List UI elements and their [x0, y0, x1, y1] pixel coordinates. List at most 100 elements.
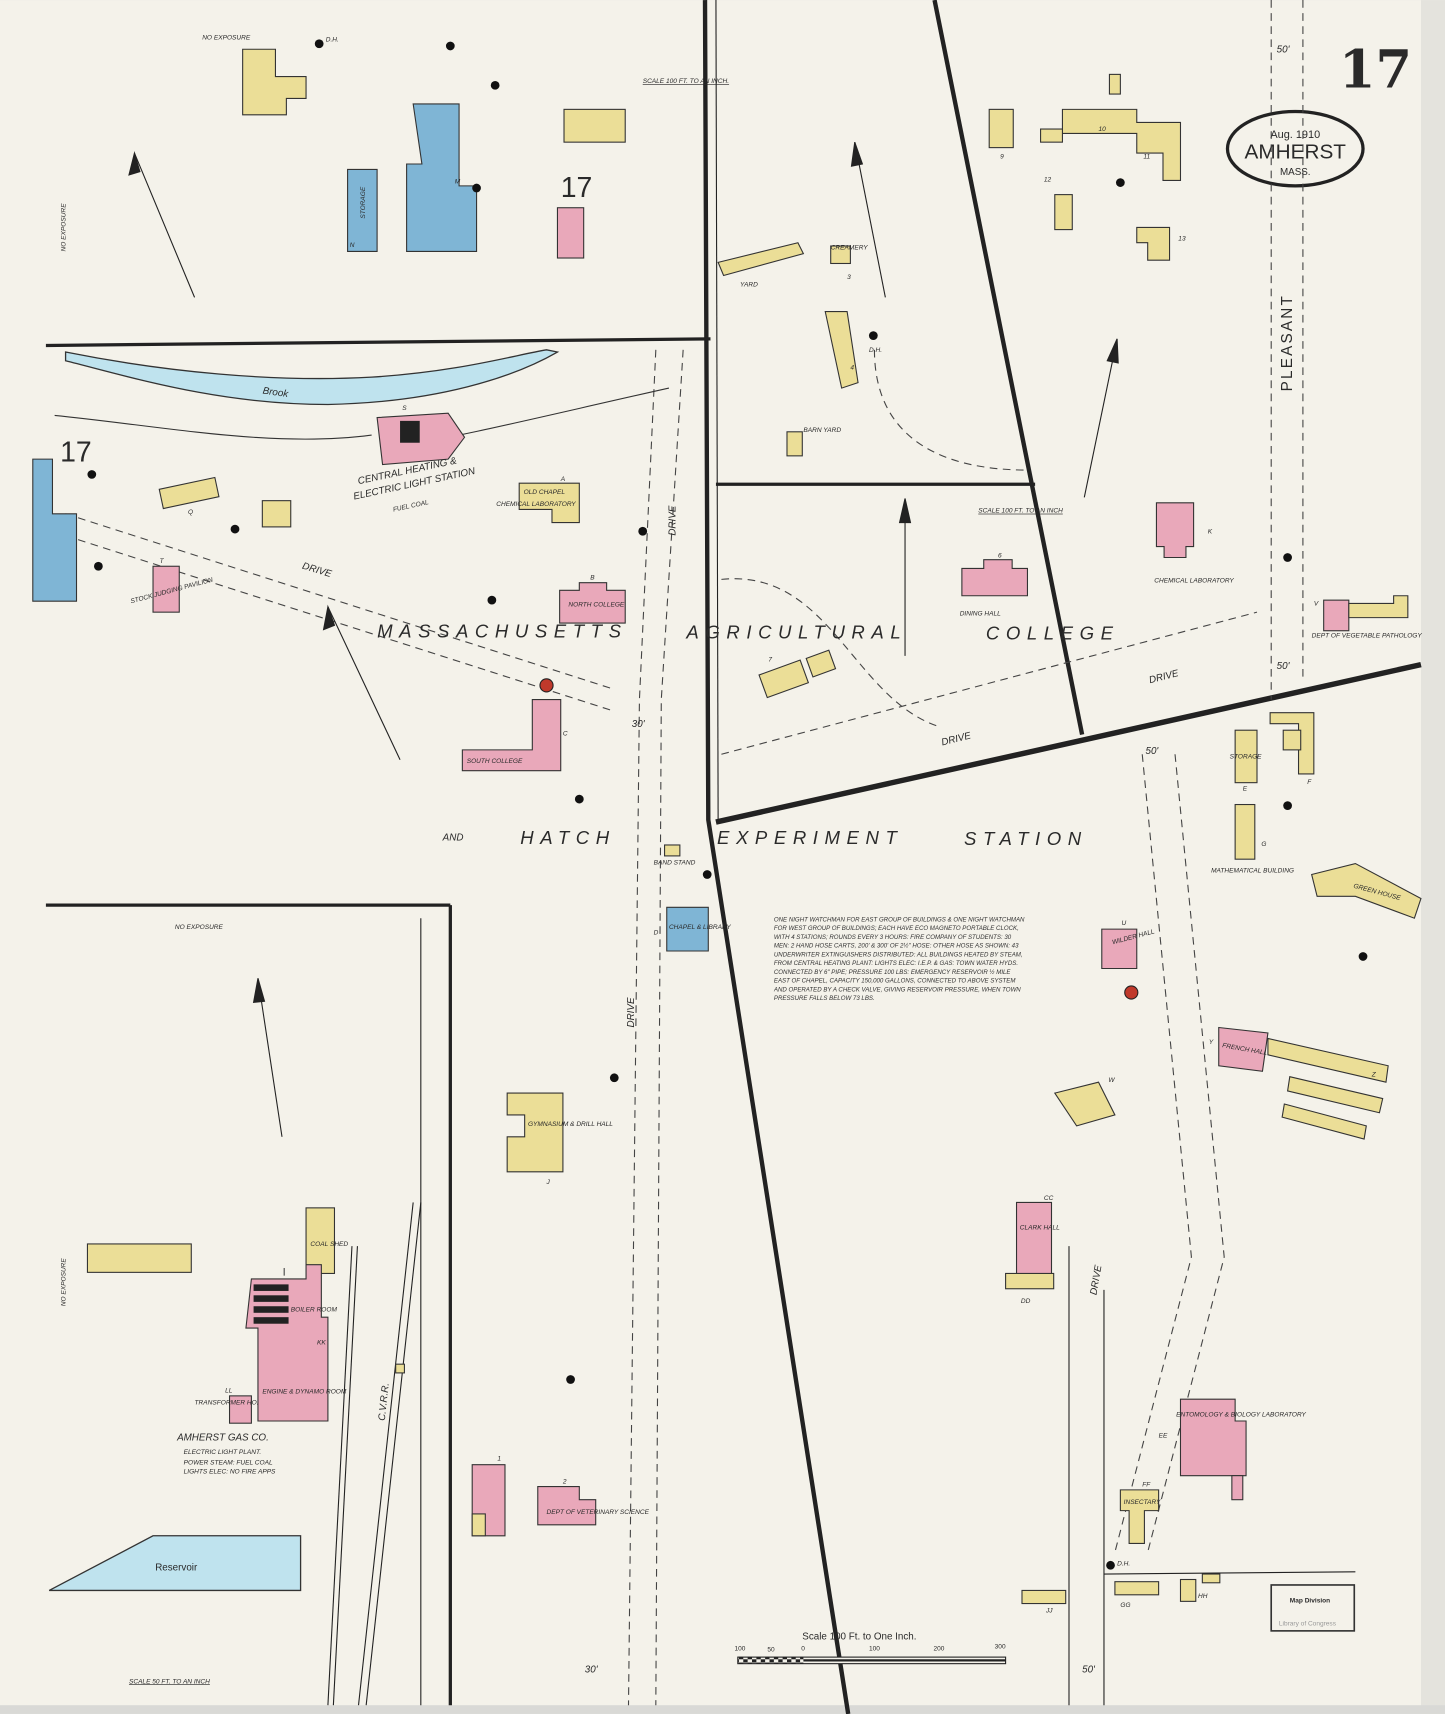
map-label: G [1261, 841, 1266, 848]
brook [64, 349, 560, 406]
fire-protection-note-box: ONE NIGHT WATCHMAN FOR EAST GROUP OF BUI… [774, 917, 1025, 1002]
railroad-track [327, 1202, 422, 1706]
label-south-college: SOUTH COLLEGE [467, 758, 523, 765]
reservoir [48, 1535, 302, 1592]
map-label: F [1307, 779, 1312, 786]
map-label: GG [1120, 1602, 1130, 1609]
brook-bank-2 [54, 414, 372, 440]
label-lights-note: LIGHTS ELEC: NO FIRE APPS [184, 1468, 276, 1475]
label-storage-top: STORAGE [360, 186, 367, 219]
map-label: 10 [1099, 126, 1107, 133]
title-massachusetts: MASSACHUSETTS [377, 620, 627, 641]
map-label: B [590, 574, 595, 581]
map-label: 200 [933, 1646, 944, 1653]
map-label: HH [1198, 1593, 1208, 1600]
adjoining-sheet-17: 17 [60, 436, 92, 468]
no-exposure-label: NO EXPOSURE [175, 924, 224, 931]
label-gymnasium: GYMNASIUM & DRILL HALL [528, 1121, 613, 1128]
label-creamery: CREAMERY [831, 244, 868, 251]
title-experiment: EXPERIMENT [717, 827, 903, 848]
label-north-college: NORTH COLLEGE [568, 602, 625, 609]
map-label: T [160, 558, 165, 565]
map-label: 6 [998, 553, 1002, 560]
drive-label: DRIVE [1088, 1264, 1104, 1296]
label-chem-lab-old: CHEMICAL LABORATORY [496, 501, 576, 508]
title-and: AND [442, 833, 464, 844]
map-label: KK [317, 1339, 326, 1346]
map-label: N [350, 242, 355, 249]
title-cartouche [1225, 109, 1365, 188]
street-width: 50' [1277, 661, 1291, 672]
label-storage: STORAGE [1230, 754, 1263, 761]
no-exposure-label: NO EXPOSURE [202, 34, 251, 41]
page-edge [1420, 0, 1445, 1714]
map-label: J [546, 1179, 551, 1186]
map-label: Z [1371, 1072, 1377, 1079]
map-label: 7 [768, 656, 772, 663]
map-label: C [563, 731, 568, 738]
map-label: D [654, 930, 659, 937]
label-chapel-library: CHAPEL & LIBRARY [669, 924, 731, 931]
map-label: 300 [995, 1643, 1006, 1650]
road-lines [45, 0, 1422, 1714]
scale-bar: Scale 100 Ft. to One Inch. 100 50 0 100 … [735, 1632, 1007, 1665]
scale-note: SCALE 100 FT. TO AN INCH. [643, 78, 730, 85]
map-label: Library of Congress [1279, 1620, 1337, 1627]
street-width: 50' [1082, 1664, 1096, 1675]
map-label: 13 [1178, 236, 1186, 243]
map-label: FF [1142, 1482, 1151, 1489]
sheet-number: 17 [1339, 39, 1412, 100]
map-label: K [1208, 528, 1213, 535]
drive-label: DRIVE [626, 997, 637, 1027]
yard-label: YARD [740, 281, 758, 288]
map-label: 0 [801, 1646, 805, 1653]
map-label: 3 [847, 274, 851, 281]
map-label: A [560, 476, 566, 483]
no-exposure-label: NO EXPOSURE [61, 1258, 68, 1307]
map-label: 100 [735, 1646, 746, 1653]
label-boiler-room: BOILER ROOM [291, 1307, 338, 1314]
library-stamp: Map Division Library of Congress [1270, 1584, 1356, 1632]
scale-note: SCALE 50 FT. TO AN INCH [129, 1678, 210, 1685]
dh-label: D.H. [326, 37, 339, 44]
map-label: 100 [869, 1646, 880, 1653]
label-gas-co: AMHERST GAS CO. [176, 1433, 269, 1444]
map-label: W [1108, 1077, 1115, 1084]
title-agricultural: AGRICULTURAL [685, 621, 907, 642]
state-name: MASS. [1280, 167, 1311, 178]
dh-label: D.H. [869, 347, 882, 354]
reservoir-label: Reservoir [155, 1563, 198, 1574]
north-arrow-icons [128, 141, 1119, 1137]
town-name: AMHERST [1245, 141, 1347, 164]
map-label: JJ [1045, 1607, 1053, 1614]
label-clark-hall: CLARK HALL [1020, 1225, 1060, 1232]
label-old-chapel: OLD CHAPEL [524, 489, 566, 496]
map-label: 1 [497, 1455, 501, 1462]
railroad-label: C.V.R.R. [377, 1382, 392, 1421]
map-label: 12 [1044, 177, 1052, 184]
map-label: U [1121, 920, 1126, 927]
street-width: 50' [1277, 45, 1291, 56]
adjoining-sheet-17: 17 [561, 172, 593, 204]
dh-label: D.H. [1117, 1560, 1130, 1567]
street-width: 50' [1146, 746, 1160, 757]
street-width: 30' [632, 719, 646, 730]
title-hatch: HATCH [520, 827, 615, 848]
label-vet-science: DEPT OF VETERINARY SCIENCE [547, 1509, 650, 1516]
label-engine-room: ENGINE & DYNAMO ROOM [262, 1389, 347, 1396]
map-label: S [402, 405, 407, 412]
label-coal-shed: COAL SHED [310, 1241, 348, 1248]
map-label: 2 [562, 1478, 567, 1485]
map-label: 11 [1143, 154, 1150, 161]
label-insectary: INSECTARY [1124, 1499, 1161, 1506]
brook-label: Brook [262, 386, 290, 401]
map-label: CC [1044, 1195, 1054, 1202]
barn-yard-label: BARN YARD [803, 427, 841, 434]
map-label: 9 [1000, 154, 1004, 161]
label-entomology: ENTOMOLOGY & BIOLOGY LABORATORY [1176, 1412, 1306, 1419]
map-label: Y [1209, 1039, 1214, 1046]
map-label: 50 [767, 1647, 775, 1654]
building-left-edge [32, 458, 78, 602]
no-exposure-label: NO EXPOSURE [61, 203, 68, 252]
